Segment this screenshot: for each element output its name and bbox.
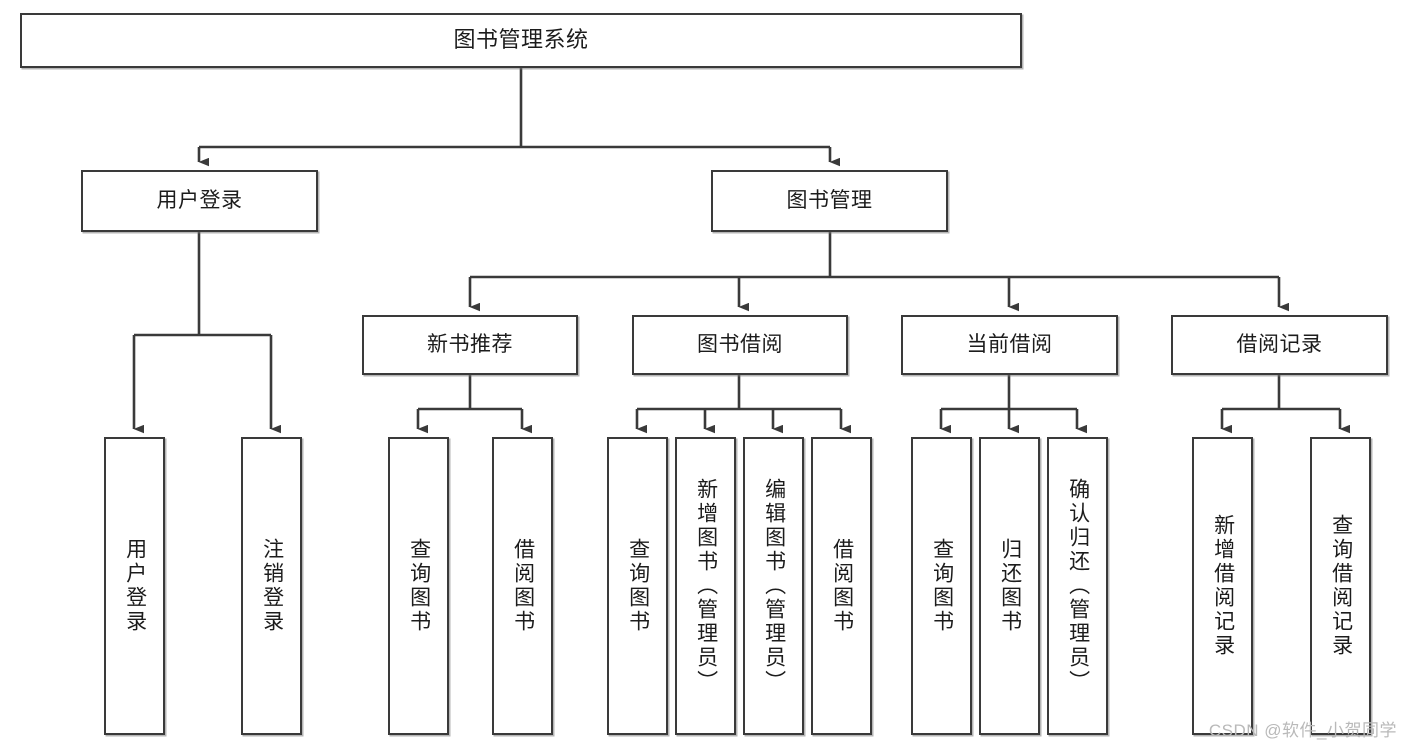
node-root-library-system[interactable]: 图书管理系统 — [20, 13, 1022, 68]
node-current-borrow[interactable]: 当前借阅 — [901, 315, 1118, 375]
leaf-add-book-admin[interactable]: 新增图书（管理员） — [675, 437, 736, 735]
csdn-watermark: CSDN @软件_小贺同学 — [1208, 721, 1397, 740]
node-label: 新书推荐 — [427, 333, 513, 357]
node-label: 图书管理 — [786, 189, 873, 213]
leaf-borrow-book-newbook[interactable]: 借阅图书 — [492, 437, 553, 735]
node-label: 借阅记录 — [1236, 333, 1323, 357]
node-label: 当前借阅 — [966, 333, 1053, 357]
leaf-label: 编辑图书（管理员） — [762, 478, 786, 694]
leaf-confirm-return-admin[interactable]: 确认归还（管理员） — [1047, 437, 1108, 735]
leaf-query-book-borrow[interactable]: 查询图书 — [607, 437, 668, 735]
node-label: 用户登录 — [156, 189, 243, 213]
leaf-label: 归还图书 — [998, 538, 1022, 634]
leaf-label: 借阅图书 — [511, 538, 535, 634]
leaf-label: 查询借阅记录 — [1329, 514, 1353, 658]
leaf-query-book-newbook[interactable]: 查询图书 — [388, 437, 449, 735]
leaf-label: 确认归还（管理员） — [1066, 478, 1090, 694]
leaf-borrow-book[interactable]: 借阅图书 — [811, 437, 872, 735]
leaf-logout-login[interactable]: 注销登录 — [241, 437, 302, 735]
node-label: 图书管理系统 — [453, 27, 589, 53]
leaf-add-borrow-record[interactable]: 新增借阅记录 — [1192, 437, 1253, 735]
leaf-label: 注销登录 — [260, 538, 284, 634]
node-new-book-recommend[interactable]: 新书推荐 — [362, 315, 578, 375]
leaf-edit-book-admin[interactable]: 编辑图书（管理员） — [743, 437, 804, 735]
leaf-query-borrow-record[interactable]: 查询借阅记录 — [1310, 437, 1371, 735]
leaf-label: 新增借阅记录 — [1211, 514, 1235, 658]
node-borrow-record[interactable]: 借阅记录 — [1171, 315, 1388, 375]
leaf-label: 借阅图书 — [830, 538, 854, 634]
leaf-label: 新增图书（管理员） — [694, 478, 718, 694]
leaf-label: 查询图书 — [930, 538, 954, 634]
leaf-label: 查询图书 — [626, 538, 650, 634]
leaf-query-book-current[interactable]: 查询图书 — [911, 437, 972, 735]
leaf-return-book[interactable]: 归还图书 — [979, 437, 1040, 735]
node-book-borrow[interactable]: 图书借阅 — [632, 315, 848, 375]
leaf-label: 查询图书 — [407, 538, 431, 634]
leaf-label: 用户登录 — [123, 538, 147, 634]
node-user-login[interactable]: 用户登录 — [81, 170, 318, 232]
leaf-user-login[interactable]: 用户登录 — [104, 437, 165, 735]
node-book-management[interactable]: 图书管理 — [711, 170, 948, 232]
node-label: 图书借阅 — [697, 333, 783, 357]
